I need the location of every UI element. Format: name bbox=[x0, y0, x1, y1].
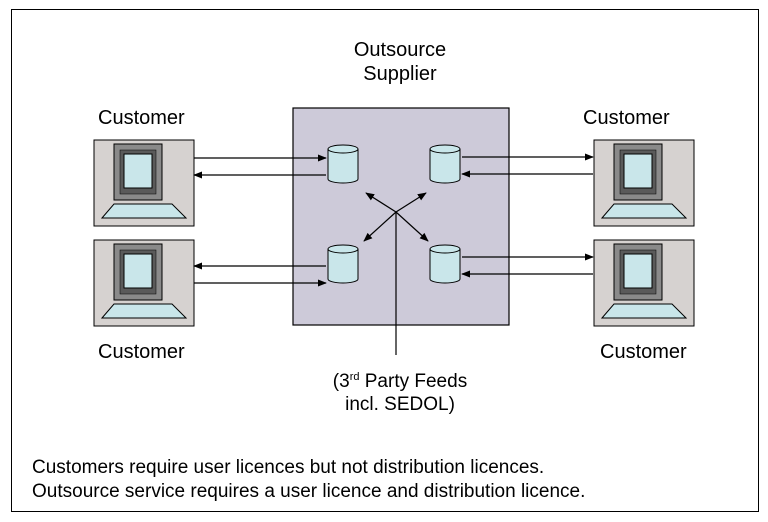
feed-arrow bbox=[395, 211, 429, 242]
feeds-line2: incl. SEDOL) bbox=[345, 394, 455, 415]
customer-terminal-icon bbox=[93, 139, 195, 227]
customer-label-top-left: Customer bbox=[98, 107, 185, 129]
licence-notes: Customers require user licences but not … bbox=[32, 456, 585, 504]
database-icon bbox=[327, 244, 359, 284]
supplier-title-line2: Supplier bbox=[363, 63, 437, 85]
licence-note-line1: Customers require user licences but not … bbox=[32, 457, 545, 478]
feeds-superscript: rd bbox=[349, 371, 360, 383]
feeds-prefix: (3 bbox=[332, 371, 350, 392]
feed-arrow bbox=[365, 192, 397, 213]
supplier-title-line1: Outsource bbox=[353, 39, 447, 61]
customer-label-bottom-left: Customer bbox=[98, 341, 185, 363]
supplier-title: Outsource Supplier bbox=[310, 38, 490, 86]
customer-terminal-icon bbox=[593, 139, 695, 227]
customer-label-top-right: Customer bbox=[583, 107, 670, 129]
customer-terminal-icon bbox=[593, 239, 695, 327]
licence-note-line2: Outsource service requires a user licenc… bbox=[32, 481, 586, 502]
customer-terminal-icon bbox=[93, 239, 195, 327]
feed-arrow bbox=[363, 211, 397, 242]
feeds-line1-rest: Party Feeds bbox=[359, 371, 468, 392]
customer-label-bottom-right: Customer bbox=[600, 341, 687, 363]
database-icon bbox=[327, 144, 359, 184]
third-party-feeds-label: (3rd Party Feeds incl. SEDOL) bbox=[280, 370, 520, 416]
database-icon bbox=[429, 244, 461, 284]
database-icon bbox=[429, 144, 461, 184]
feed-arrow bbox=[395, 192, 427, 213]
